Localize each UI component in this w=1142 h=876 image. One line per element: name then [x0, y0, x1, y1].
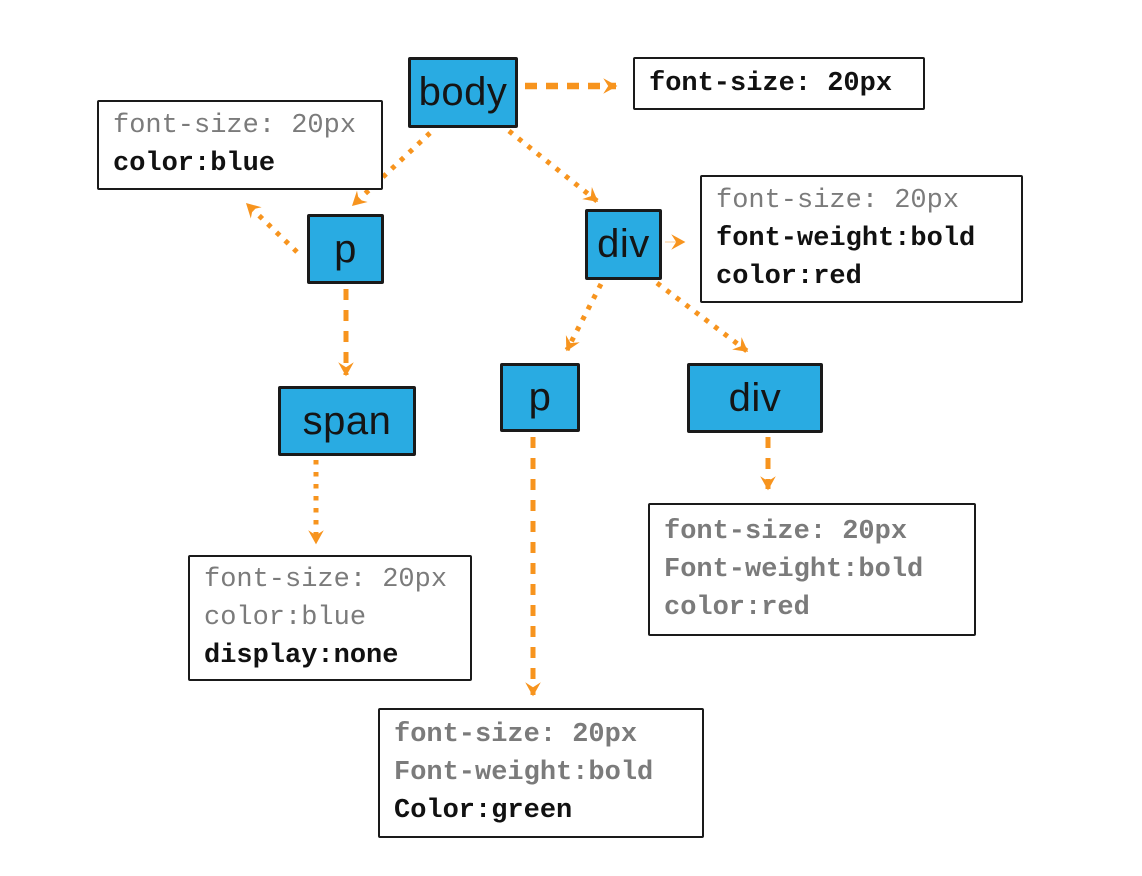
css-declaration-inherited: font-size: 20px: [716, 186, 960, 216]
css-declaration-inherited: Font-weight:bold: [394, 758, 654, 788]
css-declaration-inherited: font-size: 20px: [664, 516, 908, 547]
css-declaration: font-weight:bold: [716, 224, 976, 254]
css-declaration: font-size: 20px: [649, 68, 893, 99]
css-declaration: display:none: [204, 641, 399, 671]
css-declaration-inherited: Font-weight:bold: [664, 554, 924, 585]
css-declaration-inherited: font-size: 20px: [394, 720, 638, 750]
css-declaration-inherited: color:blue: [204, 603, 367, 633]
css-declaration-inherited: font-size: 20px: [204, 565, 448, 595]
edge-div1-to-p2: [564, 282, 604, 352]
edge-p1-to-rule-p1: [245, 202, 299, 254]
css-declaration: Color:green: [394, 796, 573, 826]
style-box-span: font-size: 20px color:blue display:none: [188, 555, 472, 681]
style-box-p-left: font-size: 20px color:blue: [97, 100, 383, 190]
node-p-child: p: [500, 363, 580, 432]
css-declaration: color:red: [716, 262, 862, 292]
css-declaration-inherited: font-size: 20px: [113, 111, 357, 141]
node-span: span: [278, 386, 416, 456]
node-p-left: p: [307, 214, 384, 284]
edge-body-to-div1: [507, 129, 599, 203]
style-box-div-parent: font-size: 20px font-weight:bold color:r…: [700, 175, 1023, 303]
node-div-child: div: [687, 363, 823, 433]
css-declaration-inherited: color:red: [664, 592, 810, 623]
css-declaration: color:blue: [113, 149, 276, 179]
node-div-parent: div: [585, 209, 662, 280]
style-box-body: font-size: 20px: [633, 57, 925, 110]
style-box-div-child: font-size: 20px Font-weight:bold color:r…: [648, 503, 976, 636]
node-body: body: [408, 57, 518, 128]
style-box-p-child: font-size: 20px Font-weight:bold Color:g…: [378, 708, 704, 838]
